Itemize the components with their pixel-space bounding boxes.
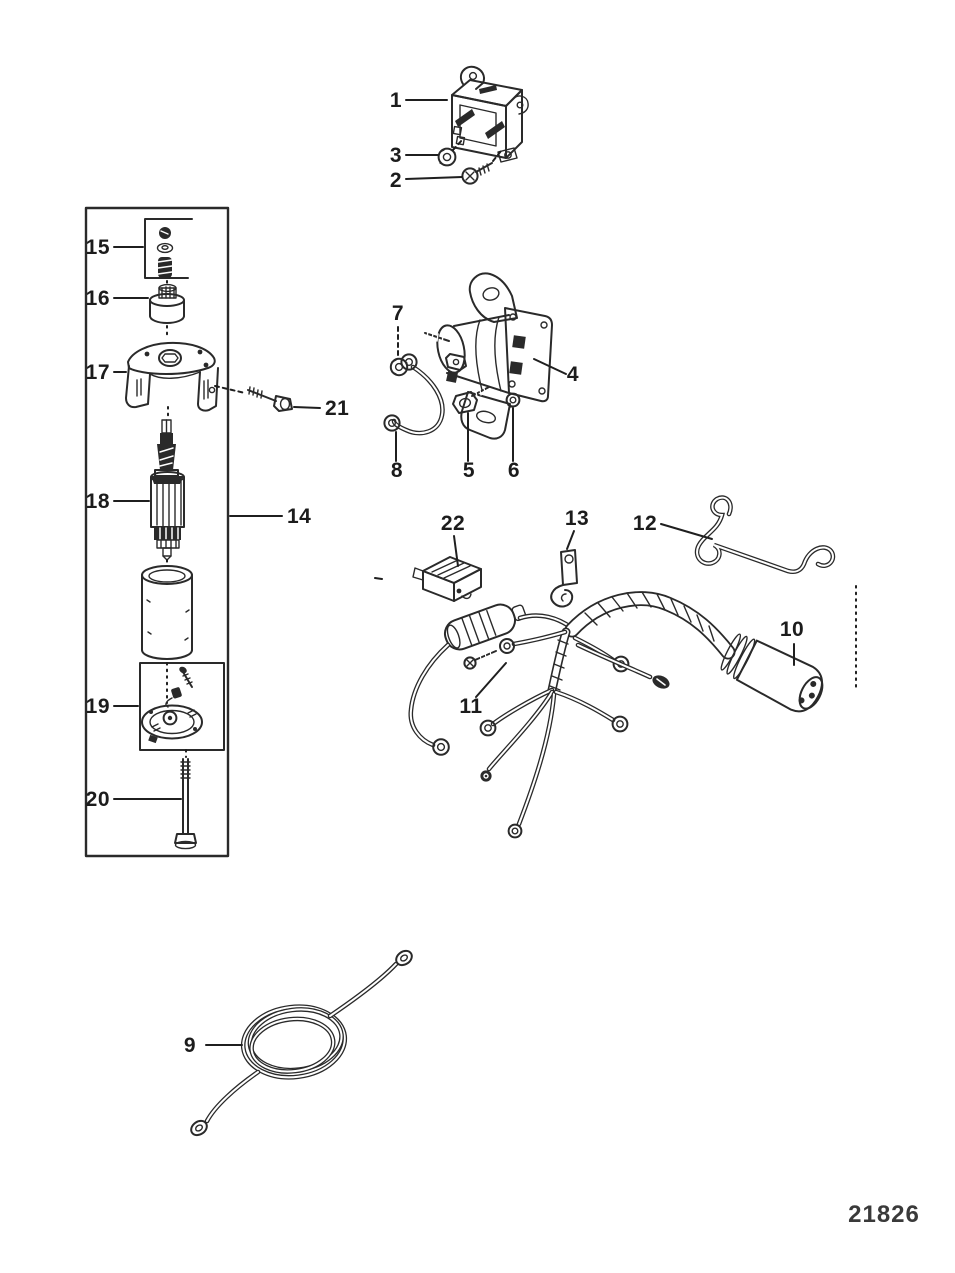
part-14-field-frame xyxy=(141,559,193,660)
part-6-nut xyxy=(505,392,521,408)
part-19-end-cap-kit xyxy=(139,662,225,758)
callout-15: 15 xyxy=(86,236,110,259)
leader-11 xyxy=(475,662,507,698)
callout-9: 9 xyxy=(184,1034,196,1057)
drawing-number: 21826 xyxy=(848,1201,920,1228)
callout-4: 4 xyxy=(567,363,579,386)
callout-13: 13 xyxy=(565,507,589,530)
part-12-wire-retainer xyxy=(694,495,836,575)
leader-22 xyxy=(453,535,459,567)
leader-13 xyxy=(566,530,575,550)
callout-14: 14 xyxy=(287,505,311,528)
leader-12 xyxy=(660,523,713,540)
part-18-armature xyxy=(150,419,185,561)
part-20-through-bolt xyxy=(174,758,197,850)
callout-2: 2 xyxy=(390,169,402,192)
leader-4 xyxy=(533,358,567,375)
part-22-terminal-block xyxy=(412,556,482,602)
leader-21 xyxy=(293,406,321,409)
part-14-starter-motor-box xyxy=(84,206,230,858)
callout-3: 3 xyxy=(390,144,402,167)
callout-22: 22 xyxy=(441,512,465,535)
callout-labels: 1 3 2 15 16 17 18 19 20 21 14 7 4 8 5 6 … xyxy=(86,89,804,1057)
callout-1: 1 xyxy=(390,89,402,112)
callout-6: 6 xyxy=(508,459,520,482)
callout-5: 5 xyxy=(463,459,475,482)
part-15-hardware-set xyxy=(144,218,193,287)
part-7-nut xyxy=(389,357,409,377)
callout-20: 20 xyxy=(86,788,110,811)
part-9-cable xyxy=(190,949,413,1137)
part-1-terminal-box xyxy=(451,65,529,163)
print-marks xyxy=(374,577,857,689)
part-5-bolt xyxy=(452,386,490,414)
leader-2 xyxy=(405,176,463,180)
callout-7: 7 xyxy=(392,302,404,325)
part-4-solenoid xyxy=(424,272,553,440)
part-3-nut xyxy=(437,138,464,167)
part-17-mount-bracket xyxy=(125,341,219,420)
callout-17: 17 xyxy=(86,361,110,384)
part-10-harness xyxy=(408,591,824,839)
part-8-ground-strap xyxy=(383,353,445,436)
callout-16: 16 xyxy=(86,287,110,310)
callout-18: 18 xyxy=(86,490,110,513)
callout-12: 12 xyxy=(633,512,657,535)
callout-11: 11 xyxy=(459,695,482,718)
part-11-terminal-screw xyxy=(463,649,497,670)
callout-10: 10 xyxy=(780,618,804,641)
part-16-pinion xyxy=(149,283,185,339)
callout-19: 19 xyxy=(86,695,110,718)
part-2-screw xyxy=(461,150,502,185)
leader-lines xyxy=(113,99,795,1046)
callout-21: 21 xyxy=(325,397,349,420)
part-13-clip xyxy=(550,549,578,608)
part-21-bolt xyxy=(214,385,293,412)
callout-8: 8 xyxy=(391,459,403,482)
